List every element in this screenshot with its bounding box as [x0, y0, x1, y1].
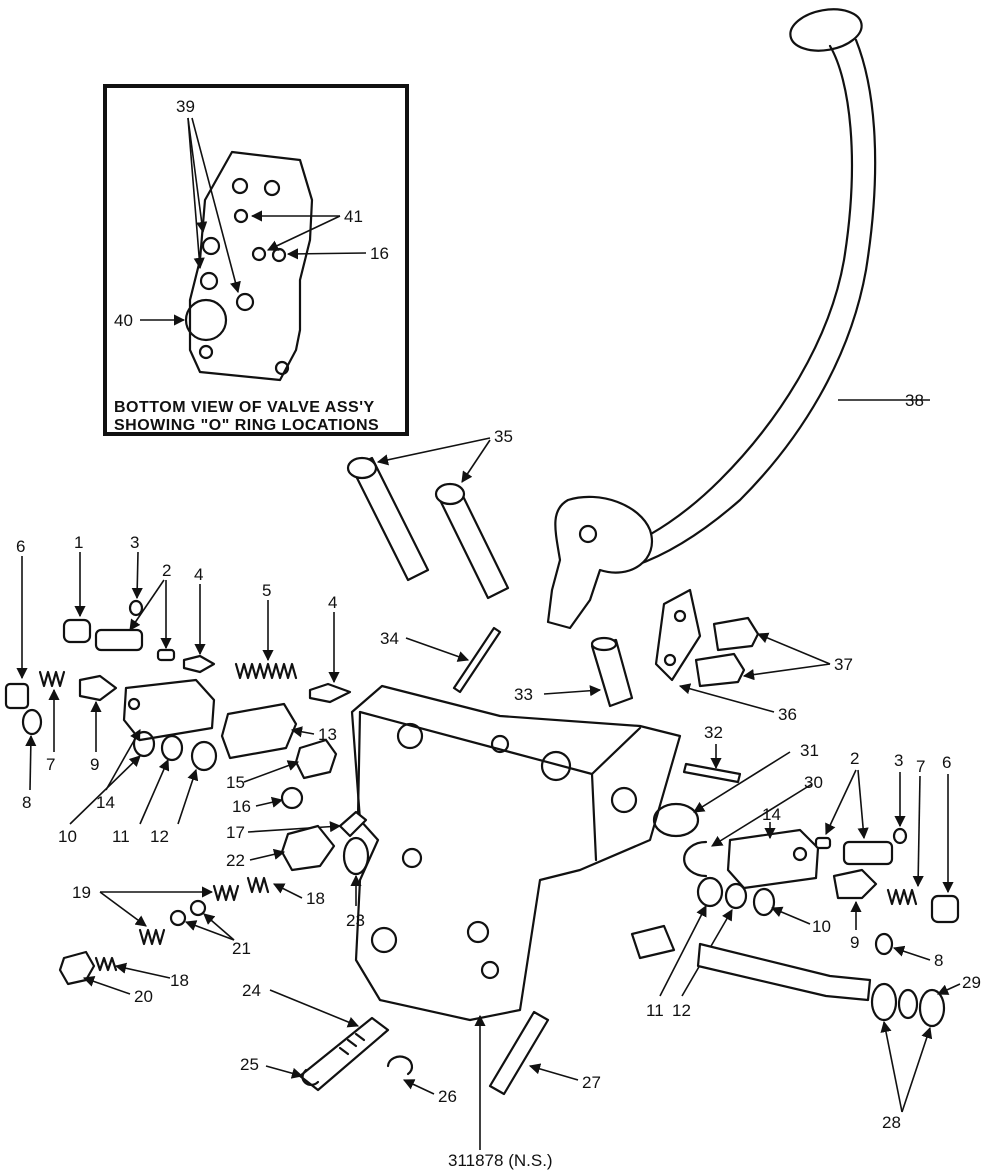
callout-11b: 11	[646, 1001, 664, 1020]
callout-4b: 4	[328, 593, 337, 612]
callout-12b: 12	[672, 1001, 691, 1020]
inset-frame	[103, 84, 409, 436]
inset-o-ring-41b	[251, 246, 267, 262]
callout-14a: 14	[96, 793, 115, 812]
callout-9b: 9	[850, 933, 859, 952]
callout-18a: 18	[306, 889, 325, 908]
callout-31: 31	[800, 741, 819, 760]
inset-o-ring-39a	[201, 236, 221, 256]
callout-25: 25	[240, 1055, 259, 1074]
callout-4a: 4	[194, 565, 203, 584]
callout-14b: 14	[762, 805, 781, 824]
callout-24: 24	[242, 981, 261, 1000]
callout-22: 22	[226, 851, 245, 870]
callout-6: 6	[16, 537, 25, 556]
callout-41: 41	[344, 207, 363, 226]
inset-o-ring-41a	[233, 208, 249, 224]
inset-bolt-hole	[263, 179, 281, 197]
callout-15: 15	[226, 773, 245, 792]
callout-11a: 11	[112, 827, 130, 846]
callout-6b: 6	[942, 753, 951, 772]
callout-33: 33	[514, 685, 533, 704]
callout-5: 5	[262, 581, 271, 600]
bracket-and-screws: 36 37	[654, 588, 853, 724]
callout-21: 21	[232, 939, 251, 958]
footer-label: 311878 (N.S.)	[448, 1151, 553, 1170]
lower-parts: 24 25 26 27	[240, 981, 601, 1106]
callout-19: 19	[72, 883, 91, 902]
clevis-pins: 35	[346, 427, 513, 600]
callout-16-inset: 16	[370, 244, 389, 263]
callout-8b: 8	[934, 951, 943, 970]
callout-32: 32	[704, 723, 723, 742]
callout-39: 39	[176, 97, 195, 116]
callout-2: 2	[162, 561, 171, 580]
inset-o-ring-39c	[235, 292, 255, 312]
callout-13: 13	[318, 725, 337, 744]
callout-36: 36	[778, 705, 797, 724]
callout-27: 27	[582, 1073, 601, 1092]
callout-38: 38	[905, 391, 924, 410]
inset-bolt-hole	[231, 177, 249, 195]
valve-body: 311878 (N.S.)	[350, 684, 682, 1170]
control-lever: 38	[546, 8, 930, 630]
callout-26: 26	[438, 1087, 457, 1106]
callout-10b: 10	[812, 917, 831, 936]
inset-screw	[198, 344, 214, 360]
callout-34: 34	[380, 629, 399, 648]
callout-7b: 7	[916, 757, 925, 776]
callout-28: 28	[882, 1113, 901, 1132]
callout-18b: 18	[170, 971, 189, 990]
callout-30: 30	[804, 773, 823, 792]
callout-23: 23	[346, 911, 365, 930]
inset-caption-line1: BOTTOM VIEW OF VALVE ASS'Y	[114, 399, 375, 416]
inset-o-ring-39b	[199, 271, 219, 291]
callout-7: 7	[46, 755, 55, 774]
right-spool-group: 32 31 30 14 2 3 7 6 9	[630, 723, 981, 1132]
callout-16: 16	[232, 797, 251, 816]
callout-2b: 2	[850, 749, 859, 768]
callout-35: 35	[494, 427, 513, 446]
left-spool-group: 6 7 8 1 2 3 4 5 4 9	[4, 533, 370, 1006]
callout-20: 20	[134, 987, 153, 1006]
callout-3: 3	[130, 533, 139, 552]
callout-10a: 10	[58, 827, 77, 846]
callout-3b: 3	[894, 751, 903, 770]
inset-o-ring-16	[271, 247, 287, 263]
inset-o-ring-40	[184, 298, 228, 342]
callout-9: 9	[90, 755, 99, 774]
callout-29: 29	[962, 973, 981, 992]
callout-40: 40	[114, 311, 133, 330]
top-center-parts: 34 33	[380, 626, 634, 708]
callout-12a: 12	[150, 827, 169, 846]
inset-caption-line2: SHOWING "O" RING LOCATIONS	[114, 417, 379, 434]
inset-bottom-view: 39 41 16 40 BOTTOM VIEW OF VALVE ASS'Y S…	[103, 84, 409, 436]
callout-1: 1	[74, 533, 83, 552]
inset-screw	[274, 360, 290, 376]
callout-8: 8	[22, 793, 31, 812]
callout-37: 37	[834, 655, 853, 674]
callout-17: 17	[226, 823, 245, 842]
